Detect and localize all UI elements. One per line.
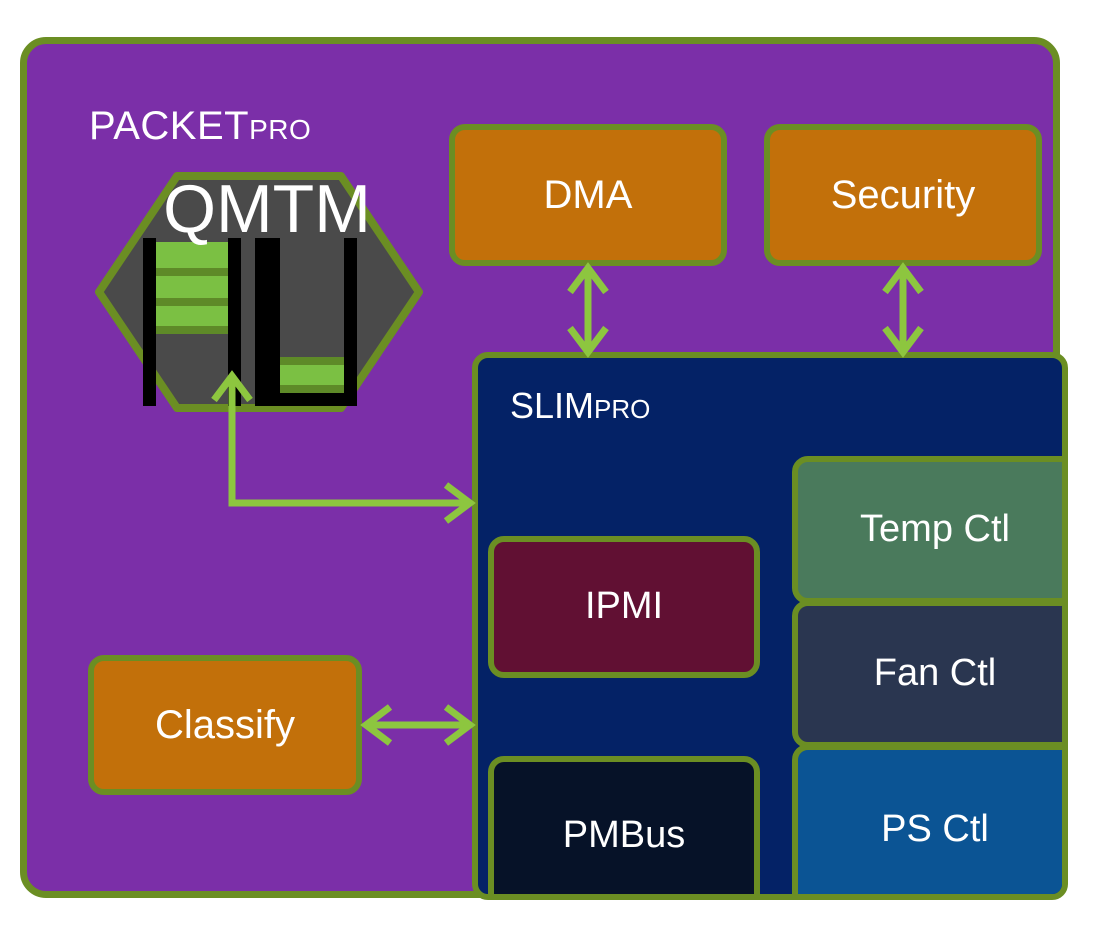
slimpro-title-main: SLIM — [510, 385, 595, 426]
packetpro-title-main: PACKET — [89, 104, 250, 148]
queue-wall-bottom — [267, 393, 357, 406]
block-pmbus[interactable]: PMBus — [488, 756, 760, 894]
queue-fill — [156, 242, 228, 334]
slimpro-title: SLIMPRO — [510, 388, 650, 424]
queue-wall-left — [143, 238, 156, 406]
qmtm-label: QMTM — [163, 171, 371, 247]
queue-segment-divider — [280, 357, 344, 365]
block-ipmi[interactable]: IPMI — [488, 536, 760, 678]
queue-wall-left — [255, 238, 269, 406]
block-security-label: Security — [830, 173, 976, 217]
block-ipmi-label: IPMI — [584, 585, 664, 628]
qmtm-queue-1 — [143, 238, 241, 406]
block-ps-ctl-label: PS Ctl — [881, 808, 989, 851]
slimpro-title-small: PRO — [594, 394, 651, 424]
slimpro-container: SLIMPRO IPMI PMBus Temp Ctl Fan Ctl PS C… — [472, 352, 1068, 900]
queue-segment-divider — [156, 298, 228, 306]
queue-segment-divider — [280, 385, 344, 393]
qmtm-queue-2 — [255, 238, 269, 406]
block-fan-ctl[interactable]: Fan Ctl — [792, 600, 1062, 748]
block-ps-ctl[interactable]: PS Ctl — [792, 744, 1062, 894]
queue-segment-divider — [156, 326, 228, 334]
block-fan-ctl-label: Fan Ctl — [873, 652, 997, 695]
block-classify-label: Classify — [154, 703, 296, 747]
queue-wall-right — [344, 238, 357, 406]
qmtm-queue-3 — [267, 238, 357, 406]
block-temp-ctl[interactable]: Temp Ctl — [792, 456, 1062, 604]
block-temp-ctl-label: Temp Ctl — [860, 508, 1010, 551]
queue-segment-divider — [156, 268, 228, 276]
block-dma[interactable]: DMA — [449, 124, 727, 266]
block-pmbus-label: PMBus — [562, 814, 686, 857]
queue-wall-right — [228, 238, 241, 406]
block-dma-label: DMA — [543, 173, 633, 217]
queue-fill — [280, 357, 344, 393]
block-security[interactable]: Security — [764, 124, 1042, 266]
packetpro-title-small: PRO — [249, 114, 312, 145]
queue-wall-left — [267, 238, 280, 406]
block-classify[interactable]: Classify — [88, 655, 362, 795]
packetpro-title: PACKETPRO — [89, 106, 311, 146]
